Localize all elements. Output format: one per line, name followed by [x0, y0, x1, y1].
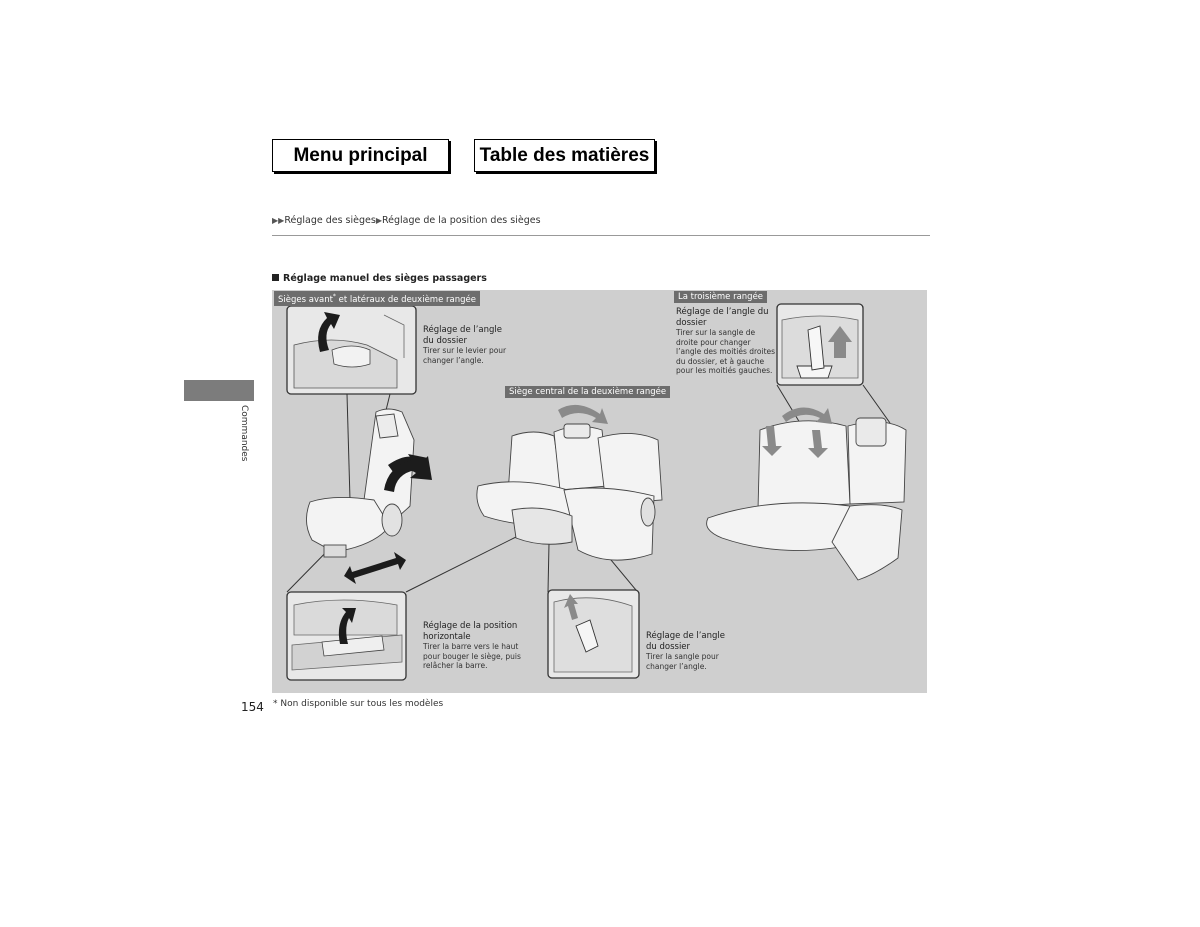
front-seat-drawing — [306, 408, 415, 558]
lever-inset — [286, 305, 417, 395]
page-number: 154 — [241, 700, 264, 714]
seat-illustration — [286, 303, 907, 681]
table-of-contents-button[interactable]: Table des matières — [474, 139, 655, 172]
center-seat-tag: Siège central de la deuxième rangée — [505, 386, 671, 398]
main-menu-button[interactable]: Menu principal — [272, 139, 449, 172]
caption-center-backrest: Réglage de l’angle du dossier Tirer la s… — [646, 631, 726, 671]
illustration-panel: Sièges avant* et latéraux de deuxième ra… — [272, 290, 927, 693]
caption-third-row-backrest: Réglage de l’angle du dossier Tirer sur … — [676, 307, 776, 375]
breadcrumb-item-seats[interactable]: Réglage des sièges — [284, 215, 376, 226]
center-bench-drawing — [476, 423, 663, 561]
side-chapter-label: Commandes — [239, 405, 249, 462]
side-chapter-tab[interactable] — [184, 380, 254, 401]
breadcrumb: ▶▶Réglage des sièges▶Réglage de la posit… — [272, 215, 541, 226]
section-title: Réglage manuel des sièges passagers — [272, 273, 487, 284]
breadcrumb-arrow-icon: ▶ — [272, 216, 279, 225]
square-bullet-icon — [272, 274, 279, 281]
caption-front-backrest: Réglage de l’angle du dossier Tirer sur … — [423, 325, 507, 365]
header-divider — [272, 235, 930, 236]
bar-inset — [286, 591, 407, 681]
footnote: * Non disponible sur tous les modèles — [273, 699, 444, 709]
breadcrumb-arrow-icon: ▶ — [278, 216, 285, 225]
third-row-strap-inset — [776, 303, 864, 386]
third-row-bench-drawing — [706, 417, 907, 581]
breadcrumb-item-position[interactable]: Réglage de la position des sièges — [381, 215, 541, 226]
caption-horizontal-position: Réglage de la position horizontale Tirer… — [423, 621, 521, 670]
strap-inset — [547, 589, 640, 679]
third-row-tag: La troisième rangée — [674, 291, 768, 303]
front-seats-tag: Sièges avant* et latéraux de deuxième ra… — [274, 291, 480, 306]
breadcrumb-arrow-icon: ▶ — [375, 216, 382, 225]
